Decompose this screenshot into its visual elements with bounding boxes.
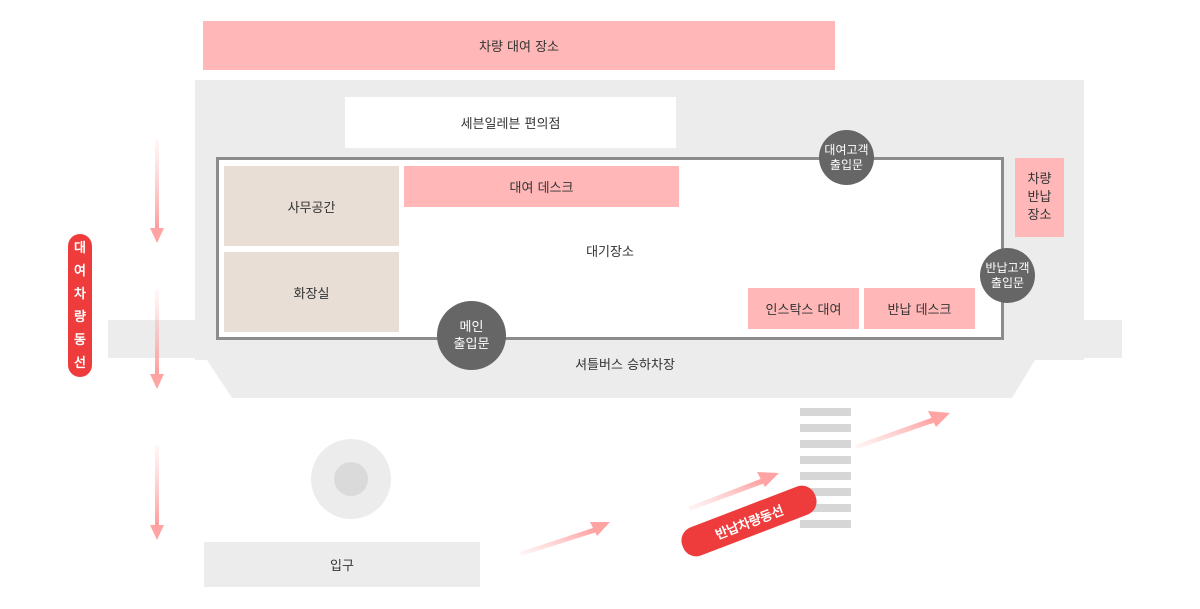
platform-right [1075,320,1122,358]
return-gate: 반납고객 출입문 [980,248,1035,303]
rental-flow-char: 차 [74,286,86,302]
shuttle-platform-shape [207,360,1035,398]
office: 사무공간 [224,166,399,246]
restroom: 화장실 [224,252,399,332]
roundabout-inner [334,462,368,496]
rental-area: 차량 대여 장소 [203,21,835,70]
rental-flow-char: 량 [74,309,86,325]
waiting-area: 대기장소 [586,244,634,260]
main-gate: 메인 출입문 [437,301,506,370]
shuttle-stop: 셔틀버스 승하차장 [575,357,675,373]
return-flow-arrows [520,411,950,556]
convenience-store: 세븐일레븐 편의점 [345,97,676,148]
rental-flow-char: 선 [74,355,86,371]
rental-flow-char: 동 [74,332,86,348]
rental-flow-char: 여 [74,263,86,279]
rental-flow-arrows [150,140,164,540]
entrance: 입구 [204,542,480,587]
rental-flow-char: 대 [74,240,86,256]
rental-desk: 대여 데스크 [404,166,679,207]
crosswalk [800,408,851,528]
return-area: 차량 반납 장소 [1015,158,1064,237]
return-desk: 반납 데스크 [864,288,975,329]
instax-rental: 인스탁스 대여 [748,288,859,329]
rental-gate: 대여고객 출입문 [819,130,874,185]
